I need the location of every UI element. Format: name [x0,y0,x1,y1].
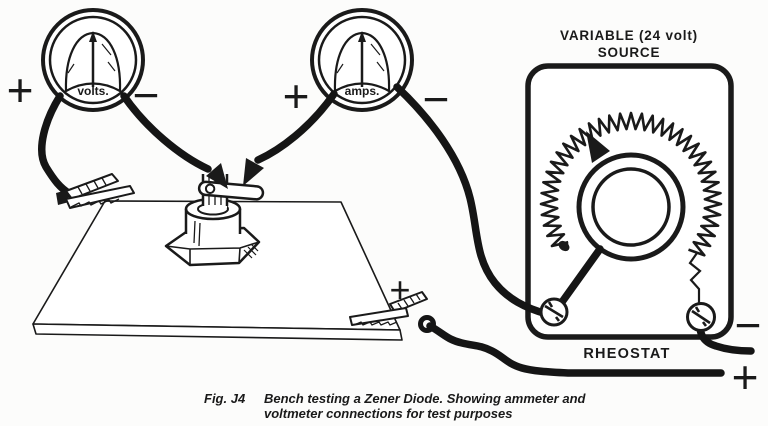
left-clip-serration [70,198,120,208]
source-plus-sign: + [732,351,759,403]
caption-line2: voltmeter connections for test purposes [264,406,513,421]
ammeter-plus-sign: + [283,70,310,122]
rheostat-hub-inner [591,167,671,247]
voltmeter: volts. + − [7,8,159,121]
right-post-slot [691,306,711,327]
diode-tab-hole [204,183,216,194]
wiper-arm [553,245,604,313]
test-board [32,200,403,341]
ammeter-minus-lead [393,83,551,318]
figure-caption: Fig. J4 Bench testing a Zener Diode. Sho… [204,391,587,421]
variable-source-box [525,63,734,340]
diode-body-stripes [193,220,201,247]
left-alligator-clip [56,173,135,209]
ammeter-needle-tip [358,31,366,42]
source-title-line2: SOURCE [598,45,661,60]
right-clip-wire-loop [418,315,436,333]
right-clip-grip-hatch [397,293,421,310]
caption-fig-number: Fig. J4 [204,391,246,406]
source-title-line1: VARIABLE (24 volt) [560,28,698,43]
voltmeter-needle-tip [89,31,97,42]
voltmeter-lead-arrowhead [206,163,228,189]
board-edge [32,323,403,341]
voltmeter-label: volts. [77,84,108,98]
diode-nut-facets [165,241,260,265]
diode-tab [197,180,265,201]
ammeter-plus-lead [254,90,338,164]
ammeter-lead-arrowhead [243,158,264,186]
binding-posts [539,297,716,332]
diode-nut-hatch [243,243,259,259]
voltmeter-plus-sign: + [7,64,34,116]
right-clip-jaw [349,307,409,326]
left-clip-handle [65,173,119,200]
ammeter: amps. + − [283,8,449,125]
rheostat-coil [539,111,723,257]
left-clip-grip-hatch [77,177,107,195]
coil-left-end [558,240,570,252]
labels: VARIABLE (24 volt) SOURCE RHEOSTAT + − + [389,28,761,403]
right-clip-serration [353,321,398,326]
ammeter-label: amps. [345,84,380,98]
wiring [38,83,755,377]
diode-tab-lug [197,180,265,201]
wiper-arrow [586,131,610,163]
ammeter-scale-marks [336,43,385,74]
left-clip-crimp [56,190,69,205]
diode-body-sides [184,209,242,234]
coil-to-post-link [688,252,702,303]
rheostat-label: RHEOSTAT [583,346,670,362]
left-post-slot [544,301,564,322]
source-minus-sign: − [735,299,762,351]
source-plus-lead [426,322,725,377]
right-alligator-clip [349,291,436,333]
board-plus-sign: + [389,269,410,310]
caption-line1: Bench testing a Zener Diode. Showing amm… [264,391,587,406]
voltmeter-minus-lead [120,92,212,173]
left-clip-jaw [65,185,135,209]
voltmeter-plus-lead [38,92,74,198]
voltmeter-scale-marks [67,43,116,74]
